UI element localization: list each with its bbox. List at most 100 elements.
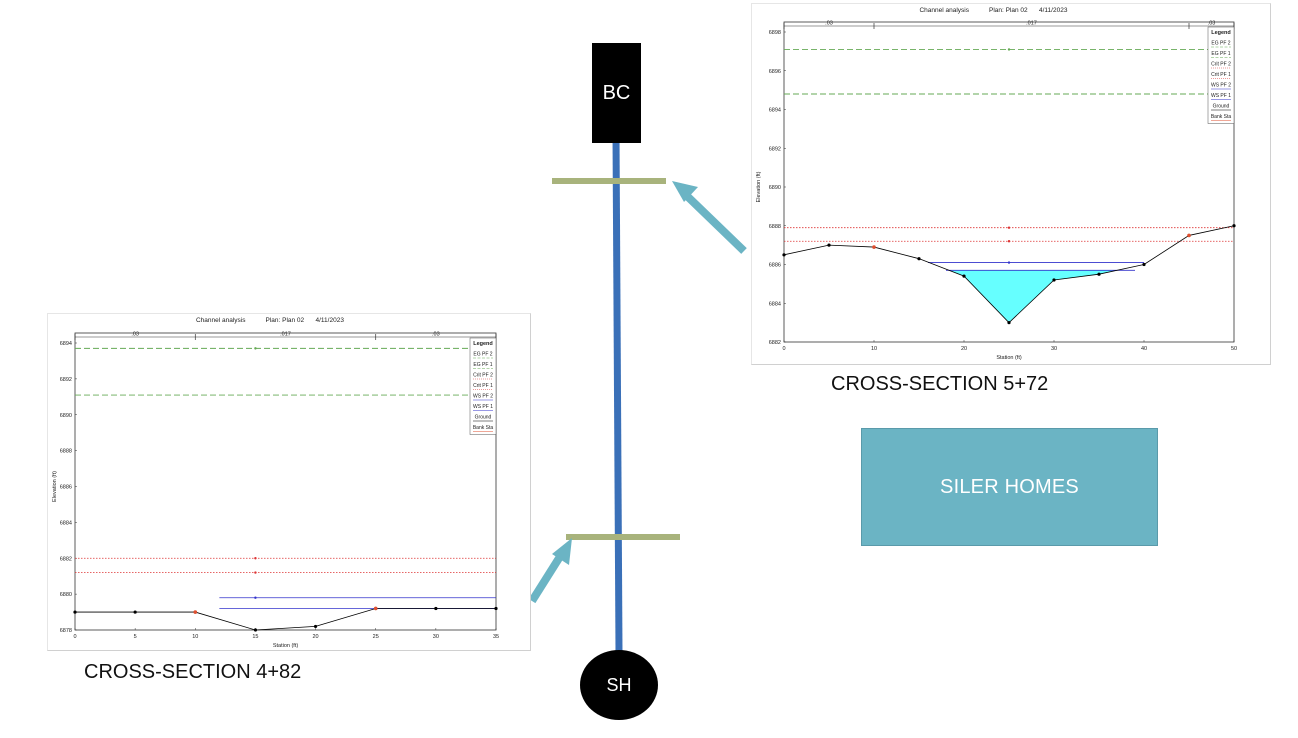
y-tick-label: 6882 [60,556,72,562]
y-tick-label: 6898 [769,30,781,36]
ground-point [434,606,438,611]
x-tick-label: 10 [192,634,198,640]
legend-entry: Ground [475,415,492,421]
y-tick-label: 6884 [60,520,72,526]
x-tick-label: 50 [1231,346,1237,352]
ground-point [73,610,77,614]
chart-svg-right: Channel analysis Plan: Plan 02 4/11/2023 .0… [756,7,1237,361]
bc-node: BC [592,43,641,143]
ground-point [253,628,258,632]
legend-entry: EG PF 1 [473,362,492,368]
y-tick-label: 6894 [769,108,781,114]
chart-date: 4/11/2023 [1039,7,1068,14]
ground-point [1007,321,1011,325]
y-tick-label: 6888 [60,449,72,455]
legend-entry: Bank Sta [473,425,494,431]
level-marker [1007,226,1011,229]
y-tick-label: 6890 [769,185,781,191]
water-fill [949,270,1117,323]
legend-entry: Crit PF 1 [473,383,493,389]
ground-point [1232,224,1236,228]
level-marker [254,557,257,560]
y-tick-label: 6896 [769,69,781,75]
manning-value: .017 [1026,21,1037,27]
channel-line [612,134,623,653]
legend-entry: Bank Sta [1211,114,1232,120]
x-tick-label: 0 [782,346,785,352]
cross-section-chart-right: Channel analysis Plan: Plan 02 4/11/2023 .0… [751,3,1271,365]
siler-homes-label: SILER HOMES [940,475,1079,498]
manning-value: .017 [280,332,291,338]
level-marker [1007,48,1011,51]
legend-box [469,337,497,435]
legend-entry: EG PF 2 [473,352,492,358]
ground-point [1097,272,1101,276]
chart-plan: Plan: Plan 02 [266,317,305,324]
x-tick-label: 5 [134,634,137,640]
manning-value: .03 [432,332,440,338]
chart-title: Channel analysis [919,7,969,14]
bank-station-marker [872,245,876,249]
ground-point [133,610,137,614]
plot-frame [74,332,497,631]
x-tick-label: 20 [313,634,319,640]
y-tick-label: 6890 [60,413,72,419]
y-axis-label: Elevation (ft) [756,171,762,202]
bank-station-marker [193,610,198,614]
arrow-right-panel [672,181,747,254]
ground-point [494,606,498,611]
x-tick-label: 15 [252,634,258,640]
sh-label: SH [606,674,632,695]
legend-entry: WS PF 1 [1211,93,1231,99]
caption-right: CROSS-SECTION 5+72 [831,373,1049,395]
legend-entry: Ground [1213,104,1230,110]
sh-node: SH [580,650,658,720]
y-tick-label: 6892 [60,377,72,383]
bank-station-marker [373,606,378,611]
legend-entry: WS PF 2 [473,394,493,400]
legend-entry: WS PF 1 [473,404,493,410]
x-tick-label: 30 [433,634,439,640]
ground-line [75,608,496,631]
chart-title: Channel analysis [196,317,246,324]
siler-homes-box: SILER HOMES [861,428,1158,546]
manning-value: .03 [131,332,139,338]
level-marker [254,571,257,574]
legend-entry: Legend [1211,30,1231,36]
caption-left: CROSS-SECTION 4+82 [84,661,302,683]
y-tick-label: 6888 [769,224,781,230]
y-tick-label: 6878 [60,628,72,634]
legend-entry: Legend [473,341,493,347]
legend-entry: WS PF 2 [1211,83,1231,89]
legend-entry: Crit PF 2 [1211,62,1231,68]
x-axis-label: Station (ft) [996,355,1022,361]
legend-box [1207,26,1235,124]
legend-entry: Crit PF 2 [473,373,493,379]
plot-frame [783,21,1235,343]
x-tick-label: 30 [1051,346,1057,352]
y-axis-label: Elevation (ft) [52,471,58,502]
x-axis-label: Station (ft) [273,643,299,649]
ground-point [1142,262,1146,267]
y-tick-label: 6886 [60,485,72,491]
y-tick-label: 6884 [769,301,781,307]
chart-svg-left: Channel analysis Plan: Plan 02 4/11/2023 .0… [52,317,499,649]
chart-plan: Plan: Plan 02 [989,7,1028,14]
arrow-left-panel [528,538,572,604]
manning-value: .03 [1208,21,1216,27]
chart-date: 4/11/2023 [316,317,345,324]
x-tick-label: 25 [373,634,379,640]
y-tick-label: 6892 [769,146,781,152]
y-tick-label: 6886 [769,263,781,269]
y-tick-label: 6882 [769,340,781,346]
x-tick-label: 35 [493,634,499,640]
legend-entry: EG PF 1 [1211,51,1230,57]
level-marker [254,347,257,350]
x-tick-label: 40 [1141,346,1147,352]
ground-point [1052,278,1056,282]
y-tick-label: 6880 [60,592,72,598]
manning-value: .03 [825,21,833,27]
level-marker [254,596,257,599]
y-tick-label: 6894 [60,341,72,347]
